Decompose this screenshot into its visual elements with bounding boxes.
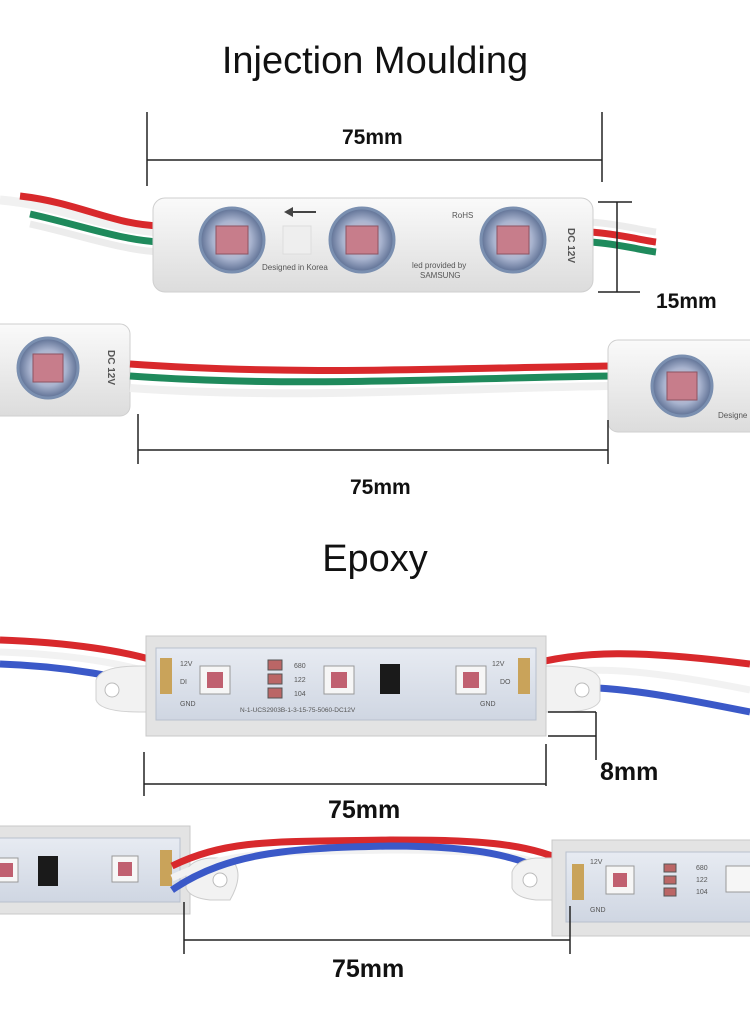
pad-gnd-right: GND [480, 701, 496, 708]
dimension-8mm [548, 711, 597, 760]
pad-do: DO [500, 679, 511, 686]
dimension-15mm [598, 201, 640, 293]
pad-12v-right: 12V [492, 661, 505, 668]
part-number: N-1-UCS2903B-1-3-15-75-5060-DC12V [240, 707, 356, 714]
dimension-top-75mm [146, 112, 603, 186]
pad-di: DI [180, 679, 187, 686]
epoxy-title: Epoxy [322, 538, 428, 580]
led-3 [479, 206, 547, 274]
label-spacing-75mm: 75mm [350, 476, 411, 499]
resistor-680-row2: 680 [696, 865, 708, 872]
label-15mm: 15mm [656, 290, 717, 313]
module-text-designed-partial: Designe [718, 411, 748, 420]
label-8mm: 8mm [600, 758, 659, 786]
pad-12v-row2: 12V [590, 859, 603, 866]
injection-row2: DC 12V Designe [0, 323, 750, 433]
module-voltage: DC 12V [565, 228, 576, 263]
pad-gnd-row2: GND [590, 907, 606, 914]
label-top-75mm: 75mm [342, 126, 403, 149]
dimension-epoxy-75mm [143, 744, 547, 796]
resistor-122-row2: 122 [696, 877, 708, 884]
module-text-brand: SAMSUNG [420, 271, 460, 280]
module-text-designed: Designed in Korea [262, 263, 328, 272]
epoxy-row2: 12V GND 680 122 104 [0, 825, 750, 937]
label-epoxy-spacing-75mm: 75mm [332, 955, 405, 983]
led-1 [198, 206, 266, 274]
label-epoxy-75mm: 75mm [328, 796, 401, 824]
pad-gnd: GND [180, 701, 196, 708]
module1-wires [0, 192, 657, 256]
rohs-mark: RoHS [452, 211, 473, 220]
dimension-spacing-75mm [137, 414, 609, 464]
pad-12v: 12V [180, 661, 193, 668]
epoxy-module-1: 680 122 104 12V DI GND 12V DO GND N-1-UC… [95, 635, 601, 737]
injection-title: Injection Moulding [221, 40, 529, 82]
dimension-epoxy-spacing-75mm [183, 902, 571, 954]
resistor-122: 122 [294, 677, 306, 684]
injection-module-1: Designed in Korea led provided by SAMSUN… [152, 197, 594, 293]
direction-arrow-icon [284, 207, 316, 217]
module-voltage-2: DC 12V [105, 350, 116, 385]
led-2 [328, 206, 396, 274]
resistor-104: 104 [294, 691, 306, 698]
module-text-provided: led provided by [412, 261, 466, 270]
resistor-680: 680 [294, 663, 306, 670]
resistor-104-row2: 104 [696, 889, 708, 896]
